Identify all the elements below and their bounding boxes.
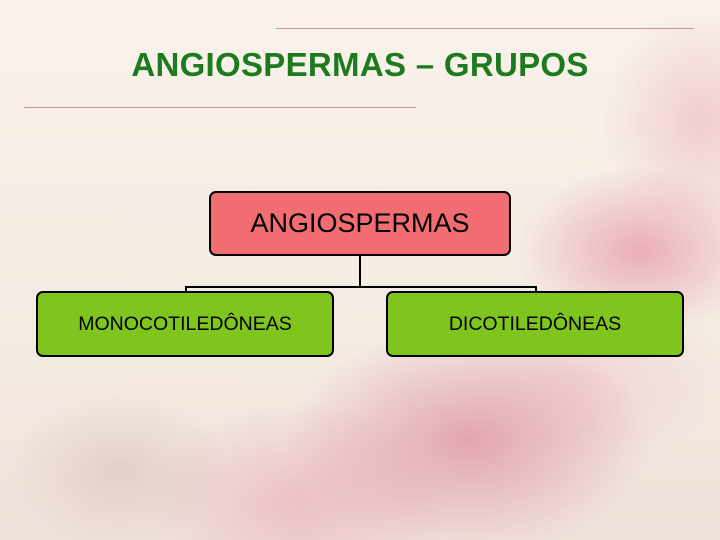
child-node-dicotiledoneas: DICOTILEDÔNEAS: [386, 291, 684, 357]
root-node-angiospermas: ANGIOSPERMAS: [209, 191, 511, 256]
connector-horizontal-bar: [185, 286, 537, 288]
child-node-monocotiledoneas: MONOCOTILEDÔNEAS: [36, 291, 334, 357]
child-node-label: DICOTILEDÔNEAS: [448, 312, 622, 335]
slide-title: ANGIOSPERMAS – GRUPOS: [131, 46, 589, 83]
root-node-label: ANGIOSPERMAS: [250, 208, 470, 238]
connector-left-drop: [185, 286, 187, 292]
child-node-label: MONOCOTILEDÔNEAS: [78, 312, 292, 335]
connector-root-down: [359, 256, 361, 287]
top-decorative-rule: [276, 28, 694, 29]
title-underline-rule: [24, 107, 416, 108]
connector-right-drop: [535, 286, 537, 292]
